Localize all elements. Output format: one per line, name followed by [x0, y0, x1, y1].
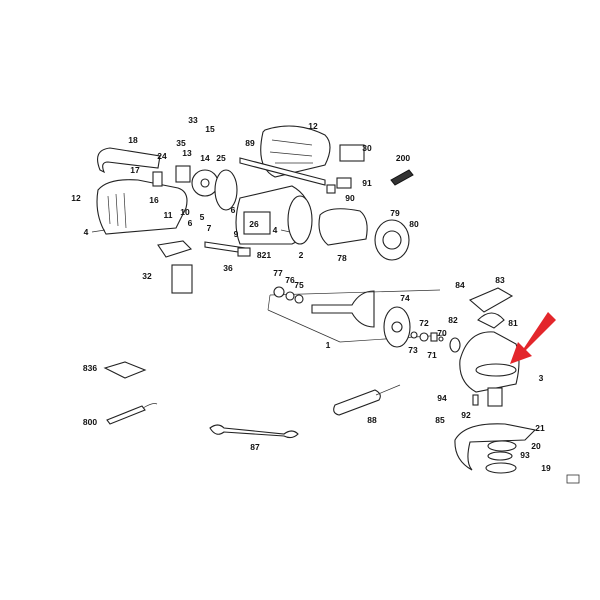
part-label-35: 35 [176, 137, 186, 148]
part-label-74: 74 [400, 292, 410, 303]
part-label-5: 5 [199, 211, 205, 222]
component-91 [336, 177, 352, 189]
wheel-guard [454, 423, 537, 471]
part-label-3: 3 [538, 372, 544, 383]
spanner [209, 424, 299, 439]
part-label-32: 32 [142, 270, 152, 281]
part-label-4: 4 [83, 226, 89, 237]
part-label-94: 94 [437, 392, 447, 403]
part-label-836: 836 [82, 362, 98, 373]
part-label-14: 14 [200, 152, 210, 163]
part-label-25: 25 [216, 152, 226, 163]
part-label-6: 6 [230, 204, 236, 215]
part-label-821: 821 [256, 249, 272, 260]
cord-guard [97, 147, 161, 174]
rear-housing [96, 179, 188, 235]
gear-cover [468, 287, 514, 313]
part-label-93: 93 [520, 449, 530, 460]
switch [175, 165, 191, 183]
part-label-89: 89 [245, 137, 255, 148]
part-label-76: 76 [285, 274, 295, 285]
part-label-73: 73 [408, 344, 418, 355]
badge [390, 169, 414, 186]
part-label-87: 87 [250, 441, 260, 452]
part-label-4: 4 [272, 224, 278, 235]
part-label-91: 91 [362, 177, 372, 188]
component-90 [326, 184, 336, 194]
switch-block [152, 171, 163, 187]
part-label-21: 21 [535, 422, 545, 433]
part-label-26: 26 [249, 218, 259, 229]
part-label-17: 17 [130, 164, 140, 175]
field-stator [318, 208, 368, 246]
part-label-70: 70 [437, 327, 447, 338]
part-label-18: 18 [128, 134, 138, 145]
part-800 [106, 405, 146, 425]
part-label-16: 16 [149, 194, 159, 205]
part-label-88: 88 [367, 414, 377, 425]
part-label-800: 800 [82, 416, 98, 427]
part-label-12: 12 [71, 192, 81, 203]
label-plate [339, 144, 365, 162]
part-label-24: 24 [157, 150, 167, 161]
part-label-20: 20 [531, 440, 541, 451]
part-label-15: 15 [205, 123, 215, 134]
part-label-78: 78 [337, 252, 347, 263]
part-label-92: 92 [461, 409, 471, 420]
top-housing [260, 125, 331, 178]
baffle [214, 169, 238, 211]
part-label-85: 85 [435, 414, 445, 425]
part-label-82: 82 [448, 314, 458, 325]
part-label-200: 200 [395, 152, 411, 163]
part-label-80: 80 [409, 218, 419, 229]
rail [239, 157, 326, 186]
part-label-33: 33 [188, 114, 198, 125]
side-handle [333, 389, 381, 416]
part-label-13: 13 [182, 147, 192, 158]
part-label-36: 36 [223, 262, 233, 273]
part-label-79: 79 [390, 207, 400, 218]
armature [311, 290, 375, 328]
part-label-11: 11 [163, 209, 173, 220]
part-label-90: 90 [345, 192, 355, 203]
part-label-7: 7 [206, 222, 212, 233]
part-label-77: 77 [273, 267, 283, 278]
part-label-10: 10 [180, 206, 190, 217]
part-label-30: 30 [362, 142, 372, 153]
part-label-72: 72 [419, 317, 429, 328]
part-label-71: 71 [427, 349, 437, 360]
gear-case [459, 331, 520, 393]
part-label-2: 2 [298, 249, 304, 260]
part-label-75: 75 [294, 279, 304, 290]
part-label-1: 1 [325, 339, 331, 350]
part-label-9: 9 [233, 228, 239, 239]
part-label-19: 19 [541, 462, 551, 473]
part-label-81: 81 [508, 317, 518, 328]
part-label-12: 12 [308, 120, 318, 131]
highlight-arrow-icon [510, 312, 556, 364]
part-label-83: 83 [495, 274, 505, 285]
dewalt-logo-icon [566, 474, 580, 484]
part-label-6: 6 [187, 217, 193, 228]
part-label-84: 84 [455, 279, 465, 290]
part-836 [103, 361, 147, 379]
electronic-module [171, 264, 193, 294]
